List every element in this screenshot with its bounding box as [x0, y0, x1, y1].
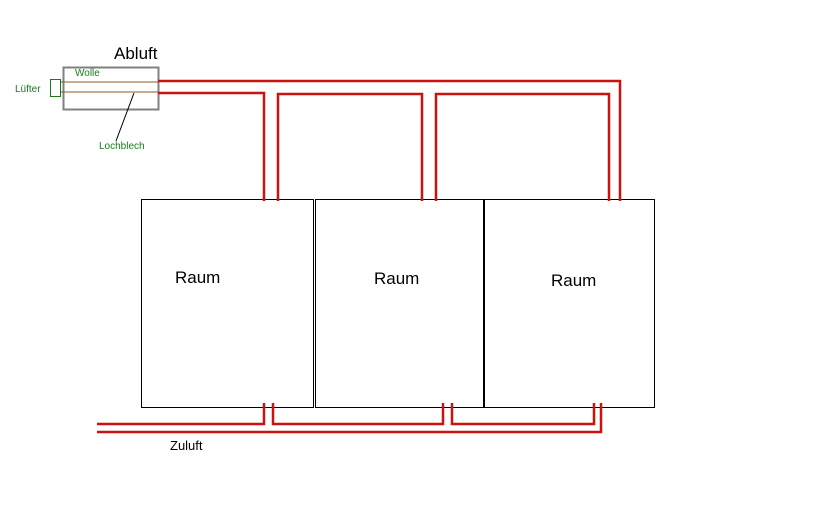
fan-label: Lüfter — [15, 84, 41, 95]
exhaust-pipes — [158, 79, 622, 201]
supply-pipes — [97, 403, 603, 434]
room-2-label: Raum — [374, 269, 420, 288]
room-1-label: Raum — [175, 268, 221, 287]
supply-pipe-inner-3 — [450, 403, 596, 426]
supply-pipe-inner-1 — [97, 403, 266, 426]
fan-icon — [50, 79, 61, 97]
room-3-box — [484, 199, 655, 408]
perforated-sheet-label: Lochblech — [99, 141, 145, 152]
supply-label: Zuluft — [170, 438, 203, 453]
room-2-box — [315, 199, 484, 408]
exhaust-pipe-outer — [158, 79, 622, 201]
exhaust-pipe-inner-1 — [158, 91, 266, 201]
exhaust-pipe-inner-3 — [434, 92, 611, 201]
exhaust-box — [62, 66, 160, 111]
exhaust-pipe-inner-2 — [276, 92, 424, 201]
room-1-box — [141, 199, 314, 408]
wool-label: Wolle — [75, 68, 100, 79]
perforated-sheet-leader — [115, 92, 135, 142]
supply-pipe-outer — [97, 403, 603, 434]
exhaust-label: Abluft — [114, 44, 158, 63]
room-3-label: Raum — [551, 271, 597, 290]
supply-pipe-inner-2 — [271, 403, 445, 426]
